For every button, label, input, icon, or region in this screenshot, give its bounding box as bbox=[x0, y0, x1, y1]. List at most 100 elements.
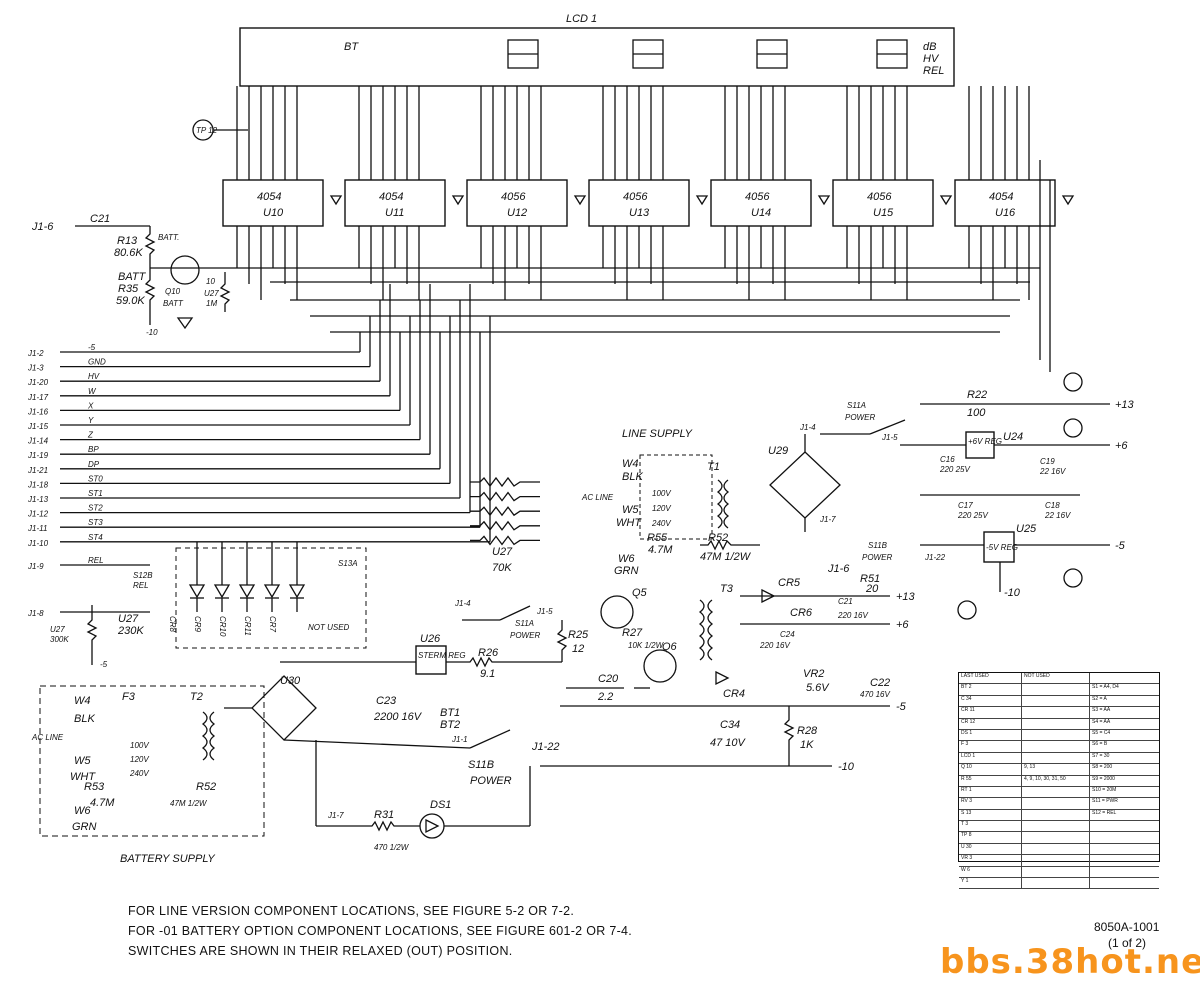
r13-label: R13 bbox=[117, 235, 138, 247]
q10-transistor bbox=[170, 255, 200, 285]
reg-plus13: +13 bbox=[1115, 399, 1135, 411]
s12b-label: S12B bbox=[133, 571, 153, 580]
pin-id: J1-21 bbox=[27, 466, 48, 475]
line-supply-title: LINE SUPPLY bbox=[622, 428, 693, 440]
conv-plus13: +13 bbox=[896, 591, 916, 603]
conv-j15: J1-5 bbox=[536, 607, 553, 616]
u27-right-label: U27 bbox=[492, 546, 513, 558]
table-cell bbox=[1022, 855, 1090, 866]
pin-id: J1-11 bbox=[27, 524, 47, 533]
r25-label: R25 bbox=[568, 629, 589, 641]
batt-100v: 100V bbox=[130, 741, 149, 750]
batt-grn: GRN bbox=[72, 821, 97, 833]
table-cell bbox=[1022, 821, 1090, 832]
diode-cr8: CR8 bbox=[168, 542, 206, 633]
table-cell bbox=[1022, 718, 1090, 729]
connector-pin-row: J1-2-5 bbox=[27, 332, 361, 358]
chip-type: 4054 bbox=[379, 191, 403, 203]
c34-value: 47 10V bbox=[710, 737, 747, 749]
c19-label: C19 bbox=[1040, 457, 1055, 466]
table-cell bbox=[1022, 798, 1090, 809]
table-cell bbox=[1022, 866, 1090, 878]
line-supply-circuit: LINE SUPPLY AC LINE W4 BLK W5 WHT W6 GRN… bbox=[581, 401, 906, 577]
battery-supply-title: BATTERY SUPPLY bbox=[120, 853, 215, 865]
pin-id: J1-20 bbox=[27, 378, 49, 387]
table-cell: TP 8 bbox=[959, 832, 1022, 843]
chip-ref: U10 bbox=[263, 207, 284, 219]
table-cell: S7 = 30 bbox=[1092, 752, 1110, 759]
table-cell: BT 2 bbox=[959, 684, 1022, 695]
line-wht: WHT bbox=[616, 517, 642, 529]
pin-id: J1-3 bbox=[27, 364, 44, 373]
u27-lower-value: 230K bbox=[117, 625, 144, 637]
pin-signal: ST0 bbox=[88, 474, 103, 483]
chip-type: 4056 bbox=[623, 191, 648, 203]
table-cell bbox=[1022, 707, 1090, 718]
watermark: bbs.38hot.net bbox=[940, 942, 1200, 982]
line-w6: W6 bbox=[618, 553, 635, 565]
tp12-label: TP 12 bbox=[196, 126, 218, 135]
diode-label: CR11 bbox=[243, 616, 252, 636]
line-r52-value: 47M 1/2W bbox=[700, 551, 752, 563]
reg-minus5: -5 bbox=[1115, 540, 1126, 552]
table-cell bbox=[1090, 832, 1159, 842]
table-cell: S3 = AA bbox=[1092, 707, 1111, 714]
table-cell bbox=[1022, 843, 1090, 855]
line-120v: 120V bbox=[652, 504, 671, 513]
reg-s11b-label: S11B bbox=[868, 541, 888, 550]
diode-cr9: CR9 bbox=[193, 542, 231, 633]
u25-note: -5V REG bbox=[986, 543, 1018, 552]
pin-signal: DP bbox=[88, 460, 100, 469]
table-cell: S1 = A4, D4 bbox=[1092, 684, 1119, 691]
table-row: TP 8 bbox=[959, 832, 1159, 844]
lcd-pin-lines bbox=[236, 86, 1030, 180]
pin-signal: ST3 bbox=[88, 518, 103, 527]
line-grn: GRN bbox=[614, 565, 639, 577]
diode-label: CR10 bbox=[218, 616, 227, 637]
table-cell: CR 12 bbox=[959, 718, 1022, 729]
chip-ref: U11 bbox=[385, 207, 404, 219]
u26-note: STERM REG bbox=[418, 651, 466, 660]
r53-value: 4.7M bbox=[90, 797, 115, 809]
doc-number: 8050A-1001 bbox=[1094, 920, 1160, 934]
bt1-label: BT1 bbox=[440, 707, 460, 719]
c16-value: 220 25V bbox=[939, 465, 970, 474]
table-cell bbox=[1090, 878, 1159, 888]
table-cell: S4 = AA bbox=[1092, 718, 1111, 725]
converter-circuit: J1-4 J1-5 S11A POWER R25 12 STERM REG U2… bbox=[280, 563, 916, 773]
table-cell: Q 10 bbox=[959, 764, 1022, 775]
table-cell: S12 = REL bbox=[1092, 809, 1117, 816]
u24-label: U24 bbox=[1003, 431, 1023, 443]
reg-plus6: +6 bbox=[1115, 440, 1128, 452]
r51-label: R51 bbox=[860, 573, 880, 585]
pin-signal: Z bbox=[87, 431, 94, 440]
j1-6-label: J1-6 bbox=[31, 221, 54, 233]
pin-signal: -5 bbox=[88, 343, 96, 352]
line-j15-label: J1-5 bbox=[881, 433, 898, 442]
table-cell: T 3 bbox=[959, 821, 1022, 832]
batt-s11b: S11B bbox=[468, 759, 494, 771]
batt-j11: J1-1 bbox=[451, 735, 468, 744]
c17-label: C17 bbox=[958, 501, 973, 510]
pin-id: J1-8 bbox=[27, 609, 44, 618]
u27-lower-label: U27 bbox=[118, 613, 139, 625]
connector-pin-row: J1-8 bbox=[27, 609, 150, 618]
neg10-label: -10 bbox=[146, 328, 158, 337]
pin-id: J1-12 bbox=[27, 510, 49, 519]
connector-pin-row: J1-11 ST3 bbox=[27, 332, 481, 533]
table-cell bbox=[1090, 821, 1159, 831]
line-j14-label: J1-4 bbox=[799, 423, 816, 432]
r13-note: BATT. bbox=[158, 233, 179, 242]
u24-note: +6V REG bbox=[968, 437, 1002, 446]
conv-minus5: -5 bbox=[896, 701, 907, 713]
table-cell bbox=[1022, 832, 1090, 843]
u25-label: U25 bbox=[1016, 523, 1037, 535]
pin-id: J1-9 bbox=[27, 562, 44, 571]
t2-label: T2 bbox=[190, 691, 203, 703]
